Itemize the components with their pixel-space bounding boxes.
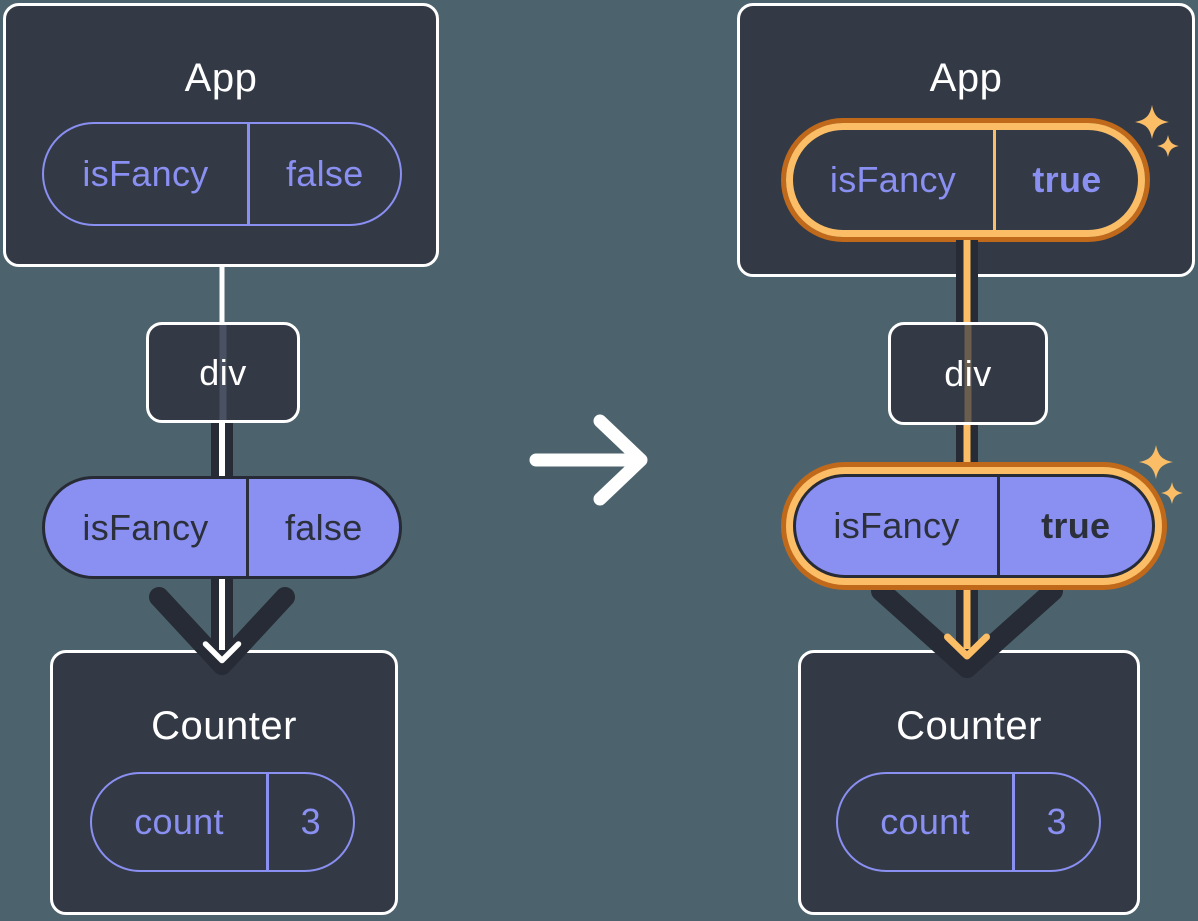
pill-divider — [997, 477, 1000, 575]
after-counter-component-box: Counter count 3 — [798, 650, 1140, 915]
pill-divider — [266, 774, 269, 870]
sparkle-small — [1161, 482, 1183, 504]
before-app-component-box: App isFancy false — [3, 3, 439, 267]
div-label: div — [199, 351, 247, 393]
transition-arrow-icon — [529, 414, 648, 506]
pill-divider — [246, 479, 249, 576]
transition-arrow-head — [593, 414, 648, 506]
state-value: true — [1032, 159, 1102, 200]
div-label: div — [944, 352, 992, 394]
pill-divider — [993, 130, 996, 230]
sparkle-small — [1157, 135, 1179, 157]
state-key: count — [880, 801, 970, 842]
after-app-state-pill-highlighted: isFancy true — [786, 123, 1145, 237]
sparkle-large — [1139, 445, 1173, 479]
after-app-component-box: App isFancy true — [737, 3, 1195, 277]
state-value: 3 — [300, 801, 321, 842]
ghost-line — [964, 325, 972, 422]
prop-value: false — [284, 506, 363, 548]
prop-value: true — [1041, 505, 1111, 546]
prop-key: isFancy — [833, 505, 960, 546]
sparkle-icon — [1139, 445, 1183, 504]
pill-divider — [1012, 774, 1015, 870]
before-counter-component-box: Counter count 3 — [50, 650, 398, 915]
before-app-state-pill: isFancy false — [42, 122, 402, 226]
sparkle-large — [1135, 105, 1169, 139]
state-key: count — [134, 801, 224, 842]
state-value: 3 — [1046, 801, 1067, 842]
component-title: App — [929, 56, 1003, 100]
state-key: isFancy — [829, 159, 957, 200]
component-title: Counter — [896, 704, 1042, 748]
before-counter-state-pill: count 3 — [90, 772, 355, 872]
after-prop-pill-highlighted: isFancy true — [793, 474, 1155, 578]
prop-key: isFancy — [82, 506, 209, 548]
component-title: Counter — [151, 704, 297, 748]
ghost-line — [219, 325, 227, 420]
before-prop-pill: isFancy false — [42, 476, 402, 579]
before-div-box: div — [146, 322, 300, 423]
pill-divider — [247, 124, 250, 224]
after-div-box: div — [888, 322, 1048, 425]
after-connectors — [871, 240, 1063, 678]
after-counter-state-pill: count 3 — [836, 772, 1101, 872]
component-title: App — [184, 56, 258, 100]
sparkle-icon — [1135, 105, 1179, 157]
state-value: false — [285, 153, 364, 194]
state-key: isFancy — [82, 153, 209, 194]
